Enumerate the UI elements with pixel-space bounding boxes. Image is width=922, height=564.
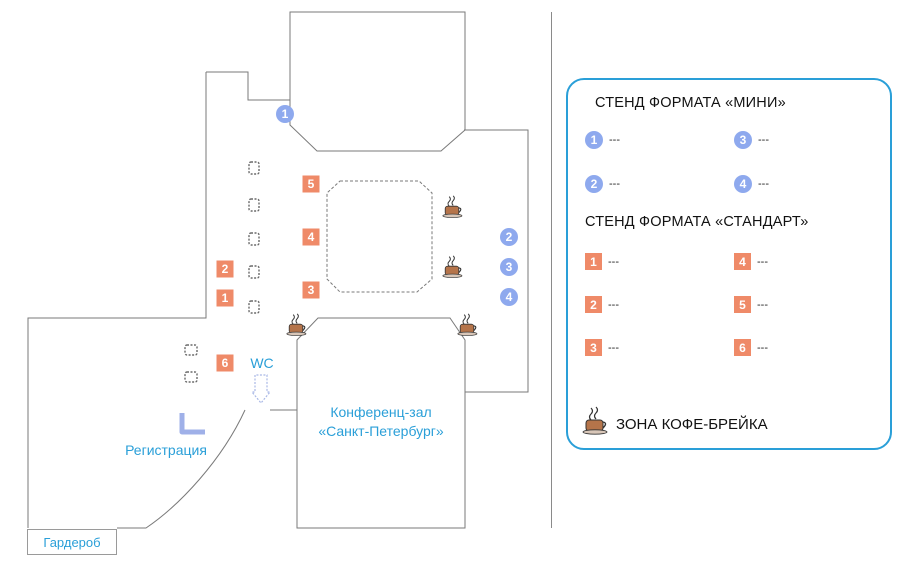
svg-text:1: 1 [222, 291, 229, 305]
mini-legend-text: --- [609, 178, 620, 190]
svg-text:3: 3 [506, 260, 513, 274]
mini-marker-4: 4 [734, 175, 752, 193]
svg-text:1: 1 [282, 107, 289, 121]
standard-stand-marker-1: 1 [216, 289, 234, 307]
standard-legend-text: --- [608, 255, 619, 268]
mini-stand-marker-3: 3 [500, 258, 518, 276]
mini-stand-marker-4: 4 [500, 288, 518, 306]
standard-legend-text: --- [608, 298, 619, 311]
mini-stand-marker-2: 2 [500, 228, 518, 246]
conference-hall-name-line1: Конференц-зал [330, 404, 431, 420]
mini-legend-item-1: 1 --- [585, 131, 620, 149]
standard-marker-2: 2 [585, 296, 602, 313]
mini-stand-markers: 1 2 3 4 [276, 105, 518, 306]
mini-legend-item-2: 2 --- [585, 175, 620, 193]
standard-stand-title: СТЕНД ФОРМАТА «СТАНДАРТ» [585, 214, 809, 230]
coffee-cup-icon [286, 313, 307, 336]
standard-legend-text: --- [608, 341, 619, 354]
mini-marker-1: 1 [585, 131, 603, 149]
standard-legend-text: --- [757, 255, 768, 268]
standard-stand-markers: 1 2 3 4 5 6 [216, 175, 320, 372]
standard-legend-item-2: 2 --- [585, 296, 619, 313]
svg-text:2: 2 [222, 262, 229, 276]
svg-text:2: 2 [506, 230, 513, 244]
mini-legend-text: --- [609, 134, 620, 146]
standard-legend-item-4: 4 --- [734, 253, 768, 270]
standard-stand-marker-3: 3 [302, 281, 320, 299]
mini-stand-title: СТЕНД ФОРМАТА «МИНИ» [595, 95, 786, 111]
svg-text:4: 4 [308, 230, 315, 244]
legend: СТЕНД ФОРМАТА «МИНИ» 1 --- 3 --- 2 --- 4 --- СТ… [566, 78, 892, 450]
coffee-cup-icon [457, 313, 478, 336]
conference-hall [296, 317, 466, 529]
standard-legend-text: --- [757, 341, 768, 354]
standard-stand-marker-5: 5 [302, 175, 320, 193]
chairs [184, 161, 260, 383]
standard-marker-5: 5 [734, 296, 751, 313]
standard-stand-marker-2: 2 [216, 260, 234, 278]
coffee-cup-icon [442, 195, 463, 218]
chair-icon [248, 232, 260, 246]
chair-icon [248, 300, 260, 314]
divider [551, 12, 552, 528]
top-room [289, 11, 466, 152]
mini-legend-item-3: 3 --- [734, 131, 769, 149]
standard-stand-marker-4: 4 [302, 228, 320, 246]
building-outline [27, 71, 529, 529]
chair-icon [248, 161, 260, 175]
central-hall [326, 180, 433, 293]
standard-marker-6: 6 [734, 339, 751, 356]
standard-marker-1: 1 [585, 253, 602, 270]
wardrobe-label: Гардероб [27, 529, 117, 555]
mini-legend-text: --- [758, 134, 769, 146]
standard-stand-marker-6: 6 [216, 354, 234, 372]
wc-label: WC [250, 355, 273, 371]
chair-icon [184, 371, 198, 383]
svg-text:4: 4 [506, 290, 513, 304]
mini-legend-text: --- [758, 178, 769, 190]
standard-legend-item-5: 5 --- [734, 296, 768, 313]
coffee-cup-icon [582, 406, 608, 435]
registration-label: Регистрация [125, 442, 207, 458]
mini-marker-3: 3 [734, 131, 752, 149]
conference-hall-name-line2: «Санкт-Петербург» [318, 423, 444, 439]
chair-icon [248, 198, 260, 212]
registration-desk-icon [179, 413, 205, 435]
standard-legend-item-6: 6 --- [734, 339, 768, 356]
coffee-break-label: ЗОНА КОФЕ-БРЕЙКА [616, 416, 768, 433]
floor-plan: 1 2 3 4 1 2 3 4 5 6 WC Регистрация Конференц-зал… [27, 11, 529, 529]
down-arrow-icon [250, 374, 272, 404]
coffee-break-markers [286, 195, 478, 336]
svg-text:6: 6 [222, 356, 229, 370]
standard-marker-3: 3 [585, 339, 602, 356]
standard-legend-item-1: 1 --- [585, 253, 619, 270]
chair-icon [248, 265, 260, 279]
mini-stand-marker-1: 1 [276, 105, 294, 123]
svg-text:5: 5 [308, 177, 315, 191]
standard-legend-text: --- [757, 298, 768, 311]
coffee-cup-icon [442, 255, 463, 278]
standard-legend-item-3: 3 --- [585, 339, 619, 356]
mini-marker-2: 2 [585, 175, 603, 193]
chair-icon [184, 344, 198, 356]
mini-legend-item-4: 4 --- [734, 175, 769, 193]
standard-marker-4: 4 [734, 253, 751, 270]
svg-text:3: 3 [308, 283, 315, 297]
